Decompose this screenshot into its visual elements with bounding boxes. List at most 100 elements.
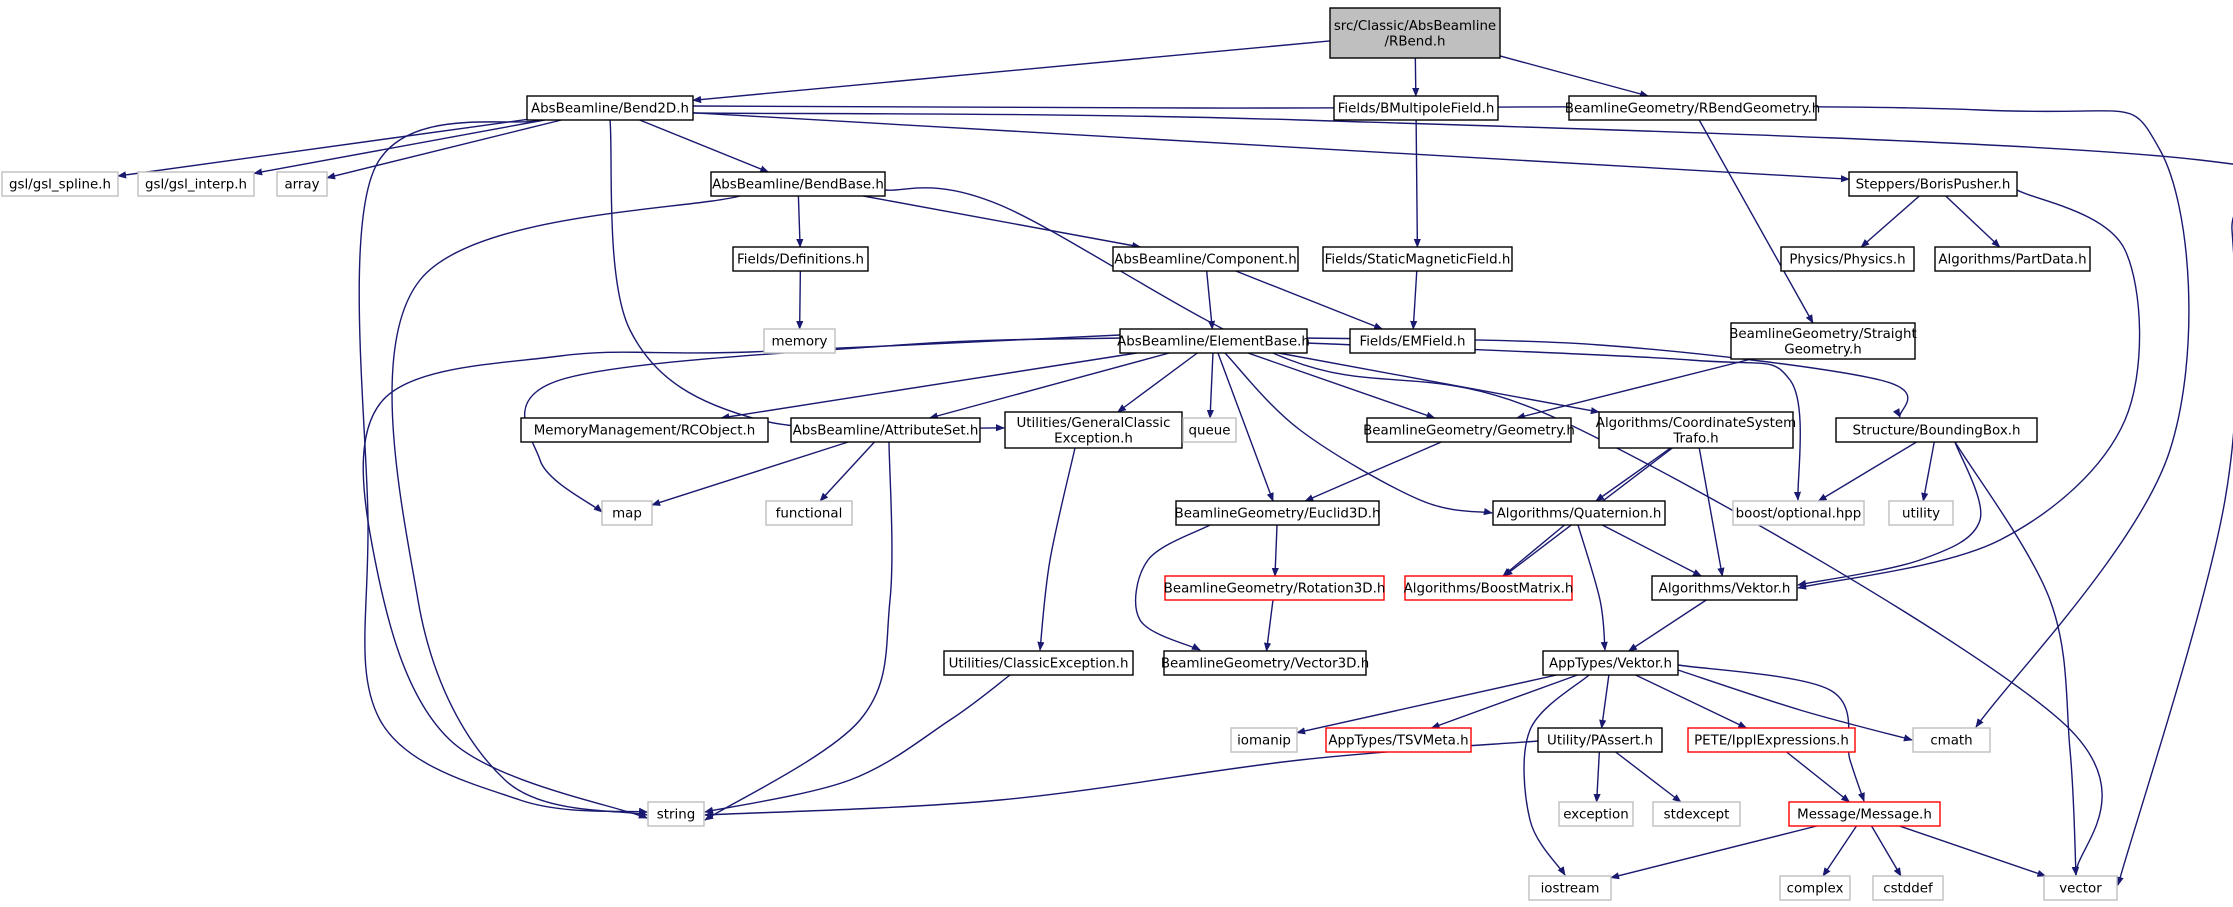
node-apptypesvektor[interactable]: AppTypes/Vektor.h — [1542, 650, 1679, 676]
edge-classicexc-to-string — [704, 674, 1011, 814]
node-tsvmeta[interactable]: AppTypes/TSVMeta.h — [1325, 727, 1472, 753]
node-boundingbox[interactable]: Structure/BoundingBox.h — [1835, 417, 2038, 443]
node-algvektor[interactable]: Algorithms/Vektor.h — [1651, 575, 1798, 601]
node-label: iomanip — [1237, 734, 1291, 749]
node-quaternion[interactable]: Algorithms/Quaternion.h — [1492, 500, 1666, 526]
node-attributeset[interactable]: AbsBeamline/AttributeSet.h — [790, 417, 981, 443]
node-vector3d[interactable]: BeamlineGeometry/Vector3D.h — [1161, 650, 1369, 676]
edge-rotation3d-to-vector3d — [1263, 599, 1274, 652]
edge-apptypesvektor-to-iomanip — [1296, 674, 1557, 735]
edge-apptypesvektor-to-tsvmeta — [1430, 674, 1578, 729]
node-box — [1835, 417, 2038, 443]
edge-algvektor-to-apptypesvektor — [1627, 599, 1707, 652]
node-partdata[interactable]: Algorithms/PartData.h — [1934, 246, 2091, 272]
node-layer: src/Classic/AbsBeamline/RBend.hAbsBeamli… — [1, 7, 2118, 901]
edge-quaternion-to-apptypesvektor — [1577, 524, 1608, 651]
node-boostoptional: boost/optional.hpp — [1732, 500, 1865, 526]
node-box — [1164, 575, 1385, 601]
node-label: gsl/gsl_spline.h — [9, 178, 111, 193]
edge-elementbase-to-genclassicexc — [1117, 352, 1198, 413]
node-box — [943, 650, 1134, 676]
node-label: BeamlineGeometry/RBendGeometry.h — [1565, 102, 1820, 117]
node-boostmatrix[interactable]: Algorithms/BoostMatrix.h — [1404, 575, 1574, 601]
node-euclid3d[interactable]: BeamlineGeometry/Euclid3D.h — [1175, 500, 1381, 526]
node-ipplexpr[interactable]: PETE/IpplExpressions.h — [1687, 727, 1856, 753]
node-box — [1912, 727, 1991, 753]
edge-quaternion-to-boostmatrix — [1502, 524, 1565, 577]
node-physics[interactable]: Physics/Physics.h — [1780, 246, 1915, 272]
node-label: Trafo.h — [1672, 431, 1718, 446]
edge-quaternion-to-algvektor — [1601, 524, 1703, 577]
edge-elementbase-to-geometry — [1247, 352, 1436, 419]
node-box — [1325, 727, 1472, 753]
node-geometry[interactable]: BeamlineGeometry/Geometry.h — [1363, 417, 1575, 443]
node-complex: complex — [1779, 875, 1851, 901]
node-label: array — [284, 178, 319, 193]
node-rbend[interactable]: src/Classic/AbsBeamline/RBend.h — [1329, 7, 1501, 59]
node-label: /RBend.h — [1385, 34, 1446, 49]
edge-bendbase-to-string — [391, 195, 741, 817]
node-label: cstddef — [1883, 882, 1933, 897]
node-box — [1329, 7, 1501, 59]
node-rotation3d[interactable]: BeamlineGeometry/Rotation3D.h — [1164, 575, 1386, 601]
node-bend2d[interactable]: AbsBeamline/Bend2D.h — [526, 95, 694, 121]
node-label: Structure/BoundingBox.h — [1853, 424, 2021, 439]
node-rcobject[interactable]: MemoryManagement/RCObject.h — [520, 417, 769, 443]
node-box — [763, 328, 836, 354]
node-bmultipole[interactable]: Fields/BMultipoleField.h — [1333, 95, 1499, 121]
edge-borispusher-to-physics — [1860, 195, 1920, 248]
node-array: array — [276, 171, 328, 197]
node-label: Fields/StaticMagneticField.h — [1325, 253, 1511, 268]
node-box — [1788, 801, 1941, 827]
edge-attributeset-to-map — [651, 441, 849, 506]
node-rbendgeom[interactable]: BeamlineGeometry/RBendGeometry.h — [1565, 95, 1820, 121]
node-message[interactable]: Message/Message.h — [1788, 801, 1941, 827]
node-label: Algorithms/CoordinateSystem — [1596, 416, 1796, 431]
node-label: BeamlineGeometry/Geometry.h — [1363, 424, 1575, 439]
node-box — [1687, 727, 1856, 753]
node-definitions[interactable]: Fields/Definitions.h — [732, 246, 869, 272]
node-box — [1528, 875, 1612, 901]
edge-bend2d-to-bendbase — [639, 119, 770, 173]
node-gsl_spline: gsl/gsl_spline.h — [1, 171, 119, 197]
node-label: PETE/IpplExpressions.h — [1694, 734, 1849, 749]
node-box — [1598, 411, 1794, 449]
node-box — [732, 246, 869, 272]
node-functional: functional — [765, 500, 853, 526]
node-label: BeamlineGeometry/Vector3D.h — [1161, 657, 1369, 672]
node-bendbase[interactable]: AbsBeamline/BendBase.h — [710, 171, 886, 197]
node-staticmag[interactable]: Fields/StaticMagneticField.h — [1322, 246, 1513, 272]
node-box — [1934, 246, 2091, 272]
node-label: Fields/BMultipoleField.h — [1338, 102, 1495, 117]
node-box — [710, 171, 886, 197]
node-elementbase[interactable]: AbsBeamline/ElementBase.h — [1117, 328, 1310, 354]
edge-passert-to-stdexcept — [1615, 751, 1682, 803]
edge-bmultipole-to-staticmag — [1413, 119, 1421, 248]
node-borispusher[interactable]: Steppers/BorisPusher.h — [1848, 171, 2018, 197]
edge-message-to-iostream — [1610, 825, 1817, 880]
edge-apptypesvektor-to-message — [1677, 664, 1865, 802]
node-component[interactable]: AbsBeamline/Component.h — [1112, 246, 1299, 272]
node-box — [1732, 500, 1865, 526]
node-emfield[interactable]: Fields/EMField.h — [1349, 328, 1476, 354]
node-label: AppTypes/TSVMeta.h — [1328, 734, 1468, 749]
edge-apptypesvektor-to-passert — [1599, 674, 1610, 729]
node-queue: queue — [1182, 417, 1237, 443]
node-exception: exception — [1558, 801, 1634, 827]
node-label: AbsBeamline/AttributeSet.h — [793, 424, 979, 439]
node-box — [1888, 500, 1954, 526]
node-label: exception — [1563, 808, 1628, 823]
node-passert[interactable]: Utility/PAssert.h — [1537, 727, 1663, 753]
node-label: AppTypes/Vektor.h — [1549, 657, 1672, 672]
node-stdexcept: stdexcept — [1652, 801, 1741, 827]
edge-bend2d-to-array — [326, 119, 562, 180]
node-label: AbsBeamline/BendBase.h — [712, 178, 884, 193]
edge-elementbase-to-rcobject — [720, 352, 1137, 421]
node-classicexc[interactable]: Utilities/ClassicException.h — [943, 650, 1134, 676]
node-label: AbsBeamline/ElementBase.h — [1117, 335, 1310, 350]
node-label: AbsBeamline/Bend2D.h — [531, 102, 689, 117]
